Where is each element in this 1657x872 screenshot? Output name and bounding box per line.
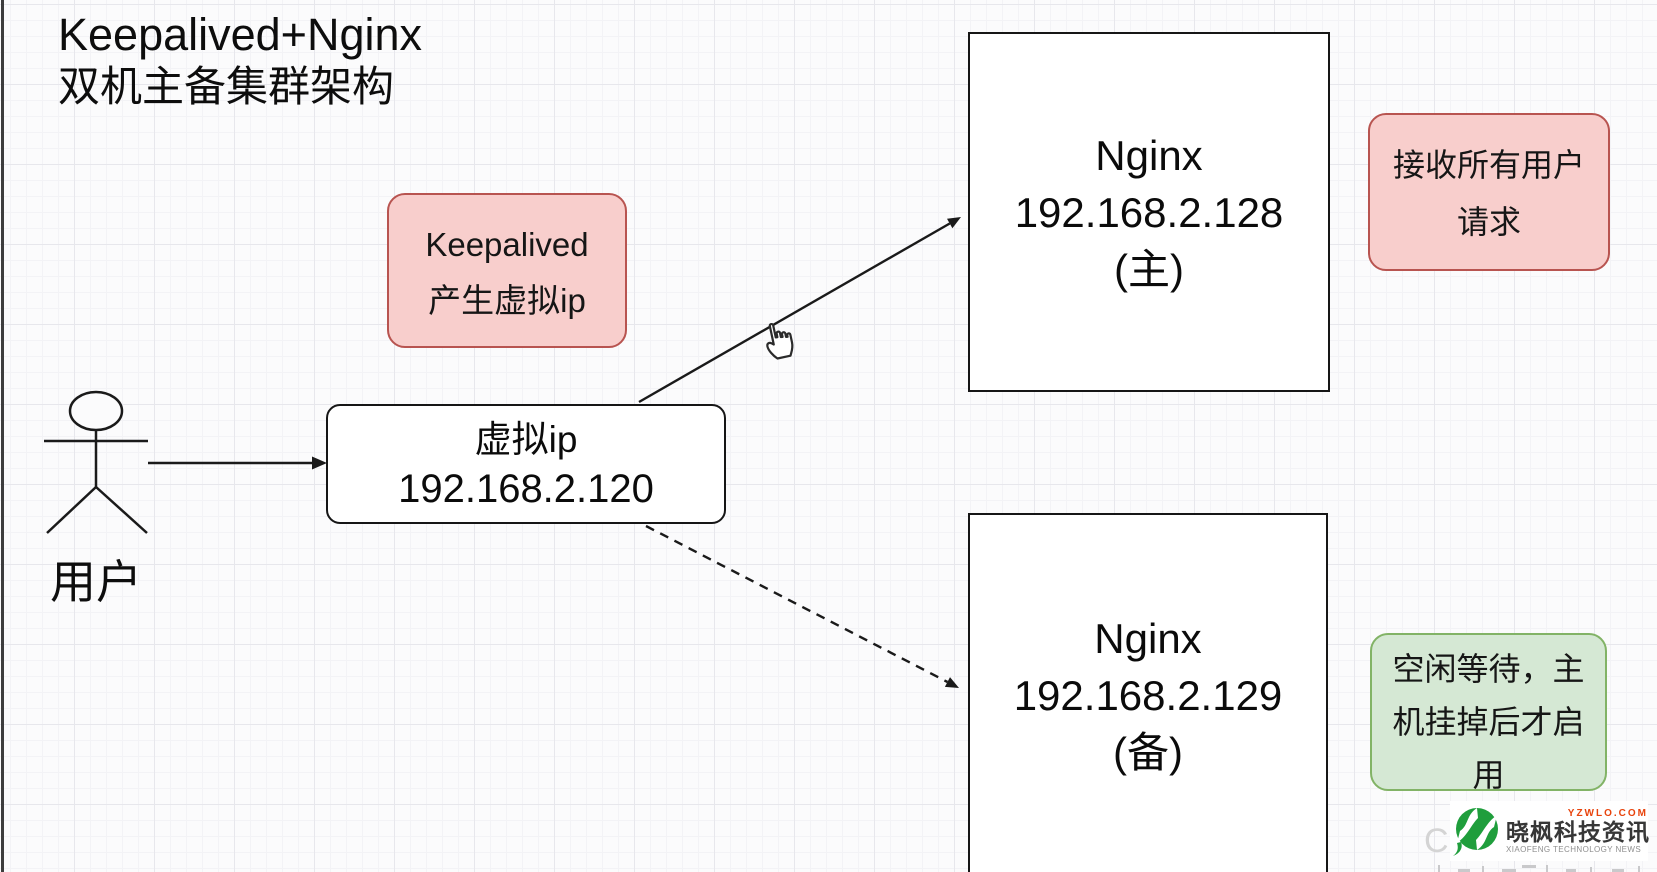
master-note[interactable]: 接收所有用户 请求 bbox=[1368, 113, 1610, 271]
site-logo: YZWLO.COM 晓枫科技资讯 XIAOFENG TECHNOLOGY NEW… bbox=[1450, 801, 1650, 861]
watermark-partial-letter: C bbox=[1424, 822, 1449, 860]
user-stick-figure[interactable] bbox=[38, 383, 152, 537]
bottom-clipped-glyph bbox=[1566, 869, 1576, 872]
user-to-vip-arrowhead-icon bbox=[312, 456, 327, 470]
bottom-clipped-glyph bbox=[1458, 869, 1470, 872]
page-title: Keepalived+Nginx 双机主备集群架构 bbox=[58, 8, 422, 112]
nginx-backup-name: Nginx bbox=[1094, 614, 1202, 662]
stick-figure-right-leg bbox=[95, 486, 148, 534]
logo-swirl-icon bbox=[1453, 808, 1498, 856]
vip-to-master-arrow[interactable] bbox=[638, 217, 961, 404]
bottom-clipped-glyph bbox=[1546, 865, 1548, 872]
master-note-line-1: 接收所有用户 bbox=[1392, 147, 1585, 183]
logo-subtitle: XIAOFENG TECHNOLOGY NEWS bbox=[1506, 844, 1642, 854]
vip-to-master-arrowhead-icon bbox=[947, 217, 961, 229]
stick-figure-left-leg bbox=[46, 486, 97, 534]
bottom-clipped-glyph bbox=[1502, 869, 1516, 872]
vip-to-backup-dashed-line bbox=[645, 524, 949, 684]
keepalived-note-line-1: Keepalived bbox=[425, 226, 589, 263]
canvas-left-edge bbox=[1, 0, 4, 872]
vip-to-backup-dashed-arrow[interactable] bbox=[645, 524, 959, 688]
bottom-clipped-glyph bbox=[1438, 865, 1440, 872]
nginx-backup-node[interactable]: Nginx 192.168.2.129 (备) bbox=[968, 513, 1328, 872]
keepalived-note-line-2: 产生虚拟ip bbox=[428, 282, 586, 319]
title-line-1: Keepalived+Nginx bbox=[58, 9, 422, 60]
virtual-ip-name: 虚拟ip bbox=[474, 419, 578, 460]
backup-note-line-2: 机挂掉后才启 bbox=[1392, 704, 1585, 740]
vip-to-backup-arrowhead-icon bbox=[944, 677, 959, 688]
bottom-clipped-glyph bbox=[1612, 869, 1624, 872]
nginx-backup-role: (备) bbox=[1113, 728, 1183, 776]
bottom-clipped-glyph bbox=[1638, 866, 1640, 872]
virtual-ip-address: 192.168.2.120 bbox=[398, 467, 654, 511]
master-note-line-2: 请求 bbox=[1456, 204, 1521, 240]
bottom-clipped-glyph bbox=[1522, 865, 1536, 868]
logo-domain: YZWLO.COM bbox=[1567, 807, 1648, 819]
stick-figure-head bbox=[68, 390, 124, 432]
user-to-vip-arrow[interactable] bbox=[148, 456, 327, 470]
bottom-clipped-glyph bbox=[1482, 866, 1484, 872]
nginx-master-name: Nginx bbox=[1095, 131, 1203, 179]
logo-name: 晓枫科技资讯 bbox=[1506, 818, 1650, 845]
title-line-2: 双机主备集群架构 bbox=[58, 63, 395, 110]
backup-note-line-3: 用 bbox=[1472, 757, 1505, 793]
nginx-master-ip: 192.168.2.128 bbox=[1014, 188, 1284, 236]
keepalived-note[interactable]: Keepalived 产生虚拟ip bbox=[387, 193, 627, 348]
virtual-ip-node[interactable]: 虚拟ip 192.168.2.120 bbox=[326, 404, 726, 524]
nginx-master-role: (主) bbox=[1114, 245, 1184, 293]
vip-to-master-line bbox=[638, 222, 951, 404]
user-label: 用户 bbox=[50, 556, 142, 608]
hand-cursor-icon bbox=[766, 322, 794, 360]
backup-note[interactable]: 空闲等待，主 机挂掉后才启 用 bbox=[1370, 633, 1607, 793]
backup-note-line-1: 空闲等待，主 bbox=[1392, 651, 1585, 687]
nginx-backup-ip: 192.168.2.129 bbox=[1013, 671, 1283, 719]
bottom-clipped-glyph bbox=[1590, 867, 1592, 872]
nginx-master-node[interactable]: Nginx 192.168.2.128 (主) bbox=[968, 32, 1330, 392]
